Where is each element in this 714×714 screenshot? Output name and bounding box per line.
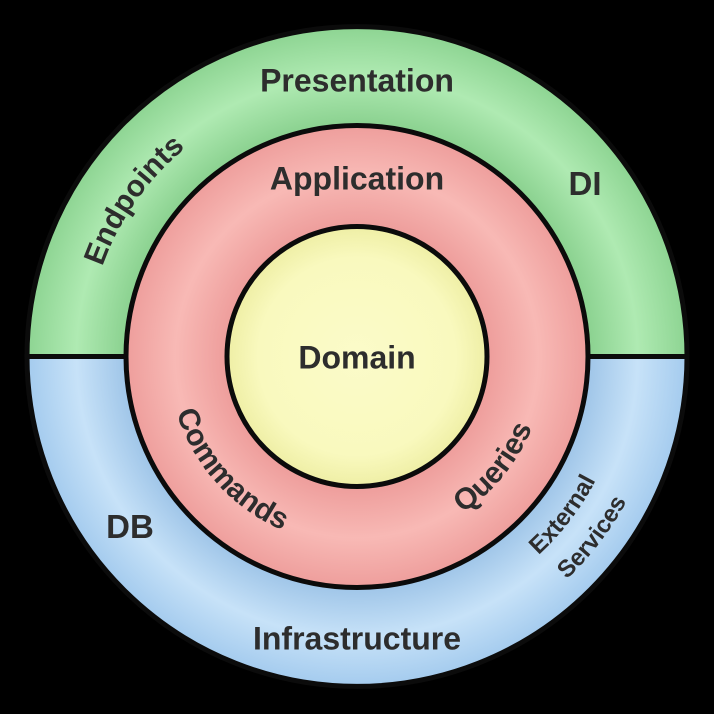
infrastructure-label: Infrastructure — [253, 621, 461, 657]
domain-label: Domain — [298, 340, 415, 376]
db-label: DB — [106, 508, 154, 545]
application-label: Application — [270, 161, 444, 197]
di-label: DI — [569, 165, 602, 202]
domain-core-circle — [224, 224, 490, 489]
presentation-label: Presentation — [260, 63, 454, 99]
